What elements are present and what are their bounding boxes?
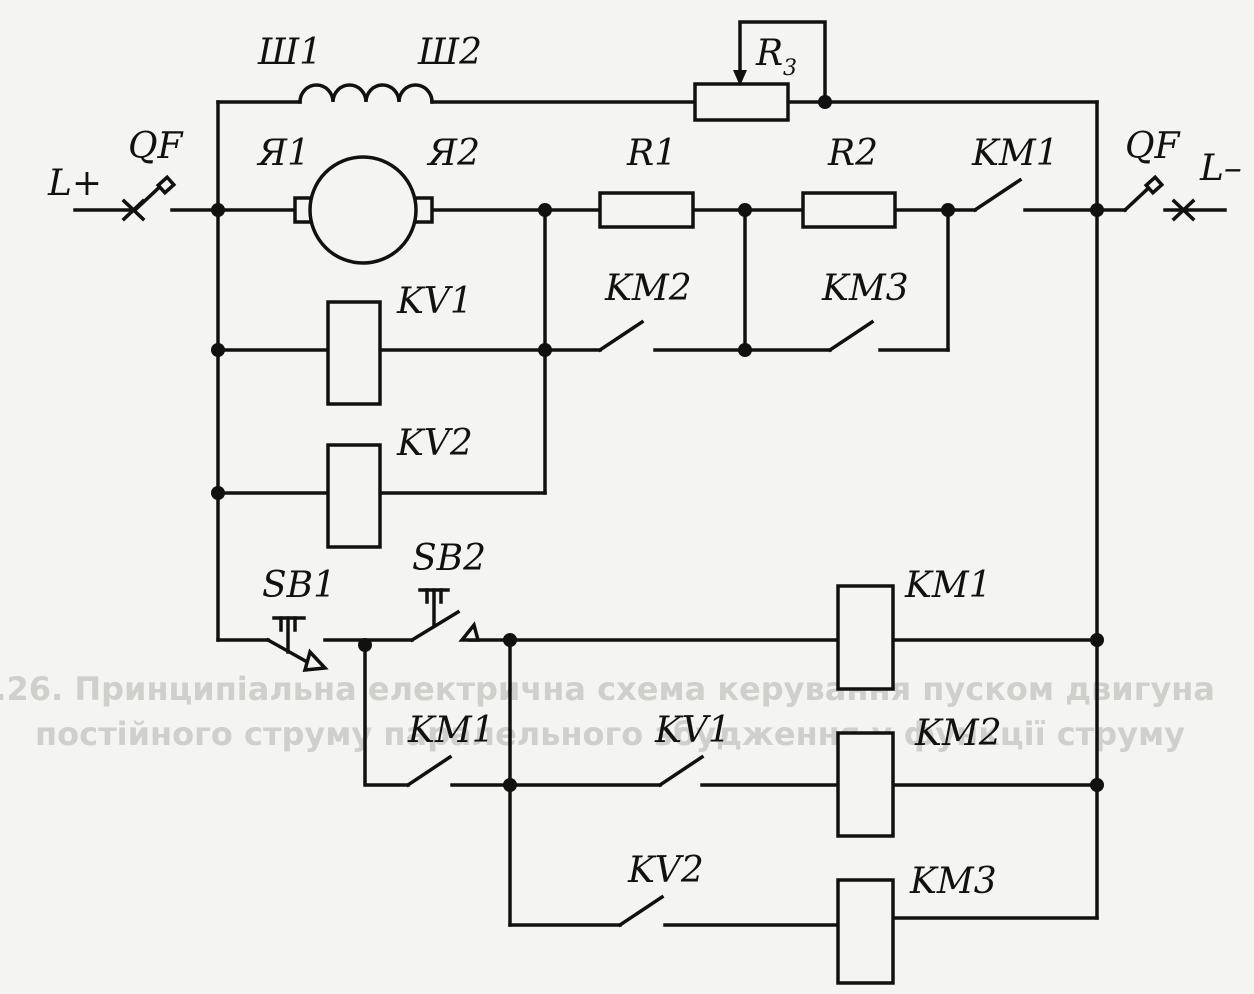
contact-km3 [827,319,875,353]
coil-km3 [836,878,895,985]
label-l-plus: L+ [47,163,102,204]
label-km1-main: KM1 [971,133,1059,174]
motor-armature [293,155,434,265]
bleed-through-line-1: Рис. 9.26. Принципіальна електрична схем… [0,670,1215,708]
contact-kv2 [617,894,665,928]
junction-dot [211,486,225,500]
label-l-minus: L– [1199,148,1242,189]
rheostat-r3 [693,82,790,122]
junction-dot [818,95,832,109]
qf-left-latch-icon [155,174,177,196]
junction-dot [358,638,372,652]
junction-dot [1090,203,1104,217]
label-km2-coil: KM2 [914,713,1002,754]
contact-km2 [597,319,645,353]
contact-km1-main [972,177,1023,213]
r3-arrow-icon [733,70,747,86]
bleed-through-line-2: постійного струму паралельного збудження… [35,715,1185,753]
junction-dot [941,203,955,217]
label-sh1: Ш1 [257,32,322,73]
label-qf-right: QF [1125,126,1182,167]
label-r3: R [755,33,783,74]
label-km1-coil: KM1 [904,565,992,606]
junction-dot [503,633,517,647]
resistor-r1 [598,191,695,229]
label-ya2: Я2 [426,133,480,174]
junction-dot [738,343,752,357]
label-sb2: SB2 [412,538,486,579]
label-r3-subscript: 3 [783,56,797,81]
label-sh2: Ш2 [417,32,482,73]
sb1-contact-icon [302,648,329,672]
r3-wiper-wire [738,20,827,104]
breaker-qf-left [121,174,177,222]
junction-dot [503,778,517,792]
label-kv2-coil: KV2 [396,423,473,464]
coil-km1 [836,584,895,691]
breaker-qf-right [1122,174,1196,222]
label-kv1-coil: KV1 [396,281,473,322]
label-r2: R2 [827,133,878,174]
junction-dot [211,343,225,357]
resistor-r2 [801,191,897,229]
label-km3-coil: KM3 [909,861,997,902]
km1-hold-wire-left [363,643,410,787]
label-km1-contact: KM1 [407,710,495,751]
pushbutton-sb1 [265,616,329,672]
junction-dot [1090,633,1104,647]
contact-km1-hold [405,754,453,788]
label-km3-contact: KM3 [821,268,909,309]
qf-right-latch-icon [1143,174,1165,196]
coil-km2 [836,731,895,838]
junction-dot [538,343,552,357]
junctions [211,95,1104,792]
label-ya1: Я1 [256,133,310,174]
field-coil-icon [298,83,434,104]
coil-kv1 [326,300,382,406]
motor-icon [308,155,418,265]
label-qf-left: QF [128,126,185,167]
contact-kv1 [657,754,705,788]
junction-dot [211,203,225,217]
junction-dot [1090,778,1104,792]
pushbutton-sb2 [409,588,481,643]
label-kv1-contact: KV1 [654,710,731,751]
qf-right-x-2 [1171,198,1196,222]
sb2-contact-icon [458,621,481,642]
label-km2-contact: KM2 [604,268,692,309]
labels: Ш1 Ш2 R 3 QF QF L+ L– Я1 Я2 R1 R2 KM1 KV… [47,32,1242,902]
coil-kv2 [326,443,382,549]
field-winding [298,83,434,104]
junction-dot [738,203,752,217]
bleed-through-text: Рис. 9.26. Принципіальна електрична схем… [0,670,1215,753]
label-kv2-contact: KV2 [627,850,704,891]
junction-dot [538,203,552,217]
label-sb1: SB1 [262,565,336,606]
label-r1: R1 [626,133,677,174]
